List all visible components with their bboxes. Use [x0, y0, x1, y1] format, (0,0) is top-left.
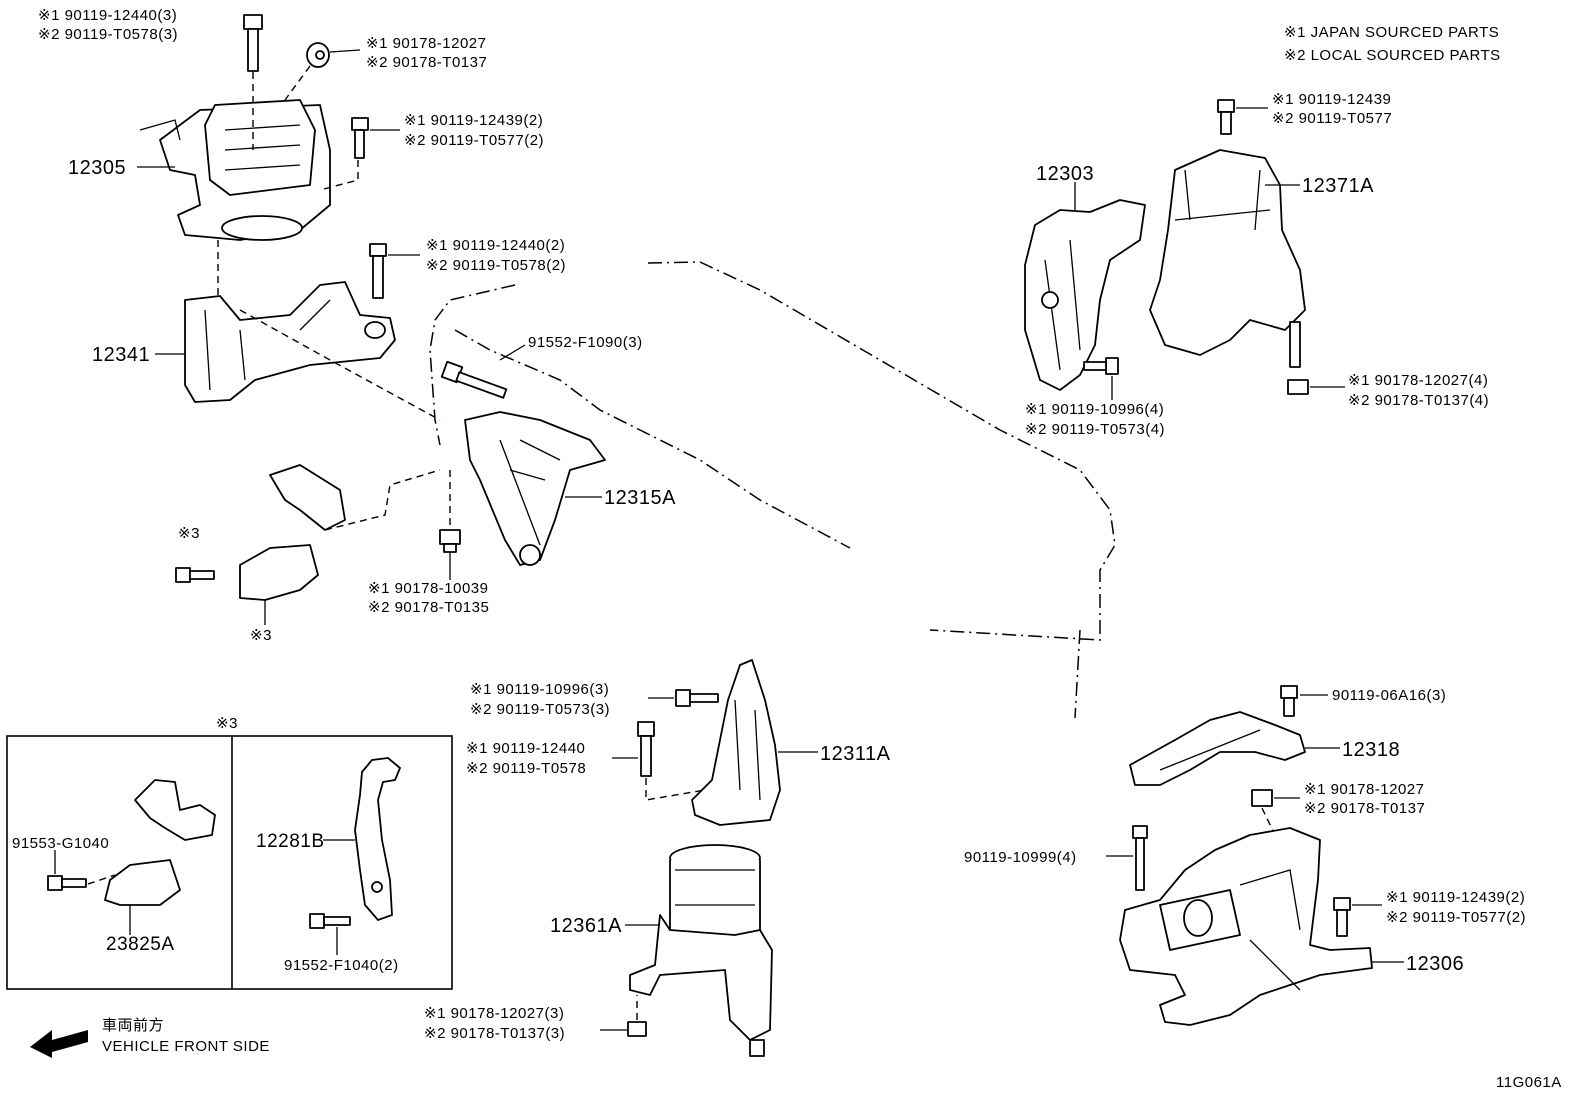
fastener-label: ※1 90119-12440(3) — [38, 7, 177, 24]
bolt-icon — [675, 689, 719, 707]
part-number-12361A: 12361A — [550, 915, 622, 937]
bolt-icon — [440, 360, 508, 399]
bolt-icon — [351, 117, 369, 159]
fastener-label: ※1 90119-12439 — [1272, 91, 1391, 108]
fastener-label: ※1 90178-12027 — [366, 35, 487, 52]
legend-japan-sourced: ※1 JAPAN SOURCED PARTS — [1284, 24, 1499, 41]
part-number-12311A: 12311A — [820, 743, 891, 765]
cover-piece[interactable] — [239, 464, 346, 601]
fastener-label: ※1 90119-10996(3) — [470, 681, 609, 698]
vehicle-front-en: VEHICLE FRONT SIDE — [102, 1038, 270, 1055]
fastener-label: ※1 90119-12439(2) — [404, 112, 543, 129]
cover-23825A[interactable] — [104, 779, 216, 906]
bolt-icon — [1280, 685, 1298, 717]
leader — [329, 49, 361, 53]
inset-title: ※3 — [216, 715, 238, 732]
fastener-label: 90119-10999(4) — [964, 849, 1077, 866]
dash-guide — [284, 65, 311, 101]
fastener-label: ※1 90178-10039 — [368, 580, 489, 597]
fastener-label: ※2 90178-T0137(4) — [1348, 392, 1489, 409]
diagram-code: 11G061A — [1496, 1074, 1562, 1091]
fastener-label: 91553-G1040 — [12, 835, 109, 852]
fastener-label: ※2 90119-T0578 — [466, 760, 586, 777]
bolt-icon — [243, 14, 263, 72]
fastener-label: ※2 90119-T0577 — [1272, 110, 1392, 127]
part-number-23825A: 23825A — [106, 934, 175, 955]
fastener-label: ※2 90178-T0135 — [368, 599, 489, 616]
fastener-label: ※2 90178-T0137(3) — [424, 1025, 565, 1042]
note-3-label: ※3 — [178, 525, 200, 542]
bolt-icon — [1132, 825, 1148, 891]
fastener-label: ※1 90119-12440(2) — [426, 237, 565, 254]
fastener-label: ※2 90178-T0137 — [366, 54, 487, 71]
fastener-label: ※2 90119-T0573(3) — [470, 701, 610, 718]
bolt-icon — [309, 913, 351, 929]
fastener-label: 91552-F1040(2) — [284, 957, 399, 974]
bolt-icon — [637, 721, 655, 777]
note-3-label: ※3 — [250, 627, 272, 644]
mount-12306[interactable] — [1119, 827, 1373, 1026]
leader — [499, 344, 526, 361]
mount-12371A[interactable] — [1149, 149, 1306, 368]
vehicle-front-jp: 車両前方 — [102, 1017, 164, 1034]
part-number-12341: 12341 — [92, 344, 150, 366]
legend-local-sourced: ※2 LOCAL SOURCED PARTS — [1284, 47, 1501, 64]
fastener-label: ※2 90119-T0578(2) — [426, 257, 566, 274]
fastener-label: ※1 90119-10996(4) — [1025, 401, 1164, 418]
fastener-label: ※2 90119-T0577(2) — [404, 132, 544, 149]
nut-icon — [439, 529, 461, 553]
part-number-12315A: 12315A — [604, 487, 676, 509]
nut-icon — [627, 1021, 647, 1037]
nut-icon — [306, 42, 330, 68]
dash-guide — [319, 160, 359, 191]
fastener-label: ※2 90178-T0137 — [1304, 800, 1425, 817]
nut-icon — [1287, 379, 1309, 395]
bracket-12311A[interactable] — [691, 659, 781, 826]
dash-guide — [324, 469, 441, 531]
vehicle-front-arrow-icon — [30, 1030, 88, 1058]
fastener-label: ※2 90119-T0578(3) — [38, 26, 178, 43]
part-number-12303: 12303 — [1036, 163, 1094, 185]
bolt-icon — [1083, 357, 1119, 375]
part-number-12281B: 12281B — [256, 831, 325, 852]
fastener-label: ※1 90119-12440 — [466, 740, 585, 757]
bracket-12315A[interactable] — [464, 411, 606, 566]
fastener-label: ※1 90178-12027(4) — [1348, 372, 1488, 389]
bolt-icon — [369, 243, 387, 299]
dash-guide — [645, 778, 706, 801]
inset-frame — [6, 735, 453, 990]
bolt-icon — [1217, 99, 1235, 135]
bracket-12318[interactable] — [1129, 711, 1306, 786]
fastener-label: 91552-F1090(3) — [528, 334, 643, 351]
mount-12361A[interactable] — [629, 844, 773, 1057]
fastener-label: ※2 90119-T0577(2) — [1386, 909, 1526, 926]
bracket-12341[interactable] — [184, 281, 396, 403]
dash-guide — [239, 309, 441, 421]
part-number-12305: 12305 — [68, 157, 126, 179]
nut-icon — [1251, 789, 1273, 807]
part-number-12371A: 12371A — [1302, 175, 1374, 197]
part-number-12318: 12318 — [1342, 739, 1400, 761]
fastener-label: ※1 90119-12439(2) — [1386, 889, 1525, 906]
engine-mount-12305[interactable] — [139, 99, 331, 241]
bolt-icon — [175, 567, 215, 583]
fastener-label: ※1 90178-12027(3) — [424, 1005, 564, 1022]
dash-guide — [87, 874, 116, 885]
bolt-icon — [1333, 897, 1351, 937]
bracket-12303[interactable] — [1024, 199, 1146, 391]
fastener-label: ※1 90178-12027 — [1304, 781, 1425, 798]
fastener-label: ※2 90119-T0573(4) — [1025, 421, 1165, 438]
bracket-12281B[interactable] — [354, 757, 401, 921]
fastener-label: 90119-06A16(3) — [1332, 687, 1446, 704]
part-number-12306: 12306 — [1406, 953, 1464, 975]
bolt-icon — [47, 875, 87, 891]
